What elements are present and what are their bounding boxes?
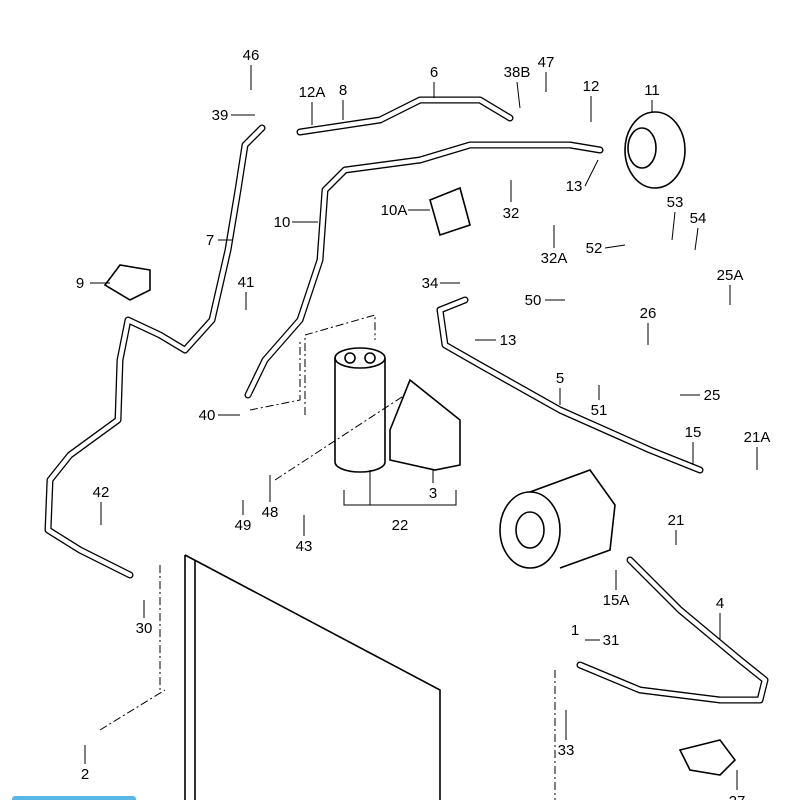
callout-21A: 21A <box>744 429 771 446</box>
hose-6 <box>296 96 514 136</box>
callout-8: 8 <box>339 82 347 99</box>
bracket-10A <box>429 186 471 237</box>
callout-21: 21 <box>668 512 685 529</box>
callout-10: 10 <box>274 214 291 231</box>
callout-32A: 32A <box>541 250 568 267</box>
callout-49: 49 <box>235 517 252 534</box>
receiver-drier <box>334 347 386 473</box>
callout-3: 3 <box>429 485 437 502</box>
callout-41: 41 <box>238 274 255 291</box>
hose-4 <box>576 556 769 704</box>
compressor <box>499 469 616 569</box>
callout-39: 39 <box>212 107 229 124</box>
callout-labels: 46 39 12A 8 6 38B 47 12 11 13 10A 32 32A… <box>76 47 771 800</box>
callout-47: 47 <box>538 54 555 71</box>
clip-9 <box>103 264 151 301</box>
callout-22: 22 <box>392 517 409 534</box>
callout-9: 9 <box>76 275 84 292</box>
callout-52: 52 <box>586 240 603 257</box>
hose-10 <box>244 141 604 399</box>
callout-13-top: 13 <box>566 178 583 195</box>
callout-53: 53 <box>667 194 684 211</box>
callout-50: 50 <box>525 292 542 309</box>
callout-4: 4 <box>716 595 724 612</box>
condenser <box>184 554 441 800</box>
callout-54: 54 <box>690 210 707 227</box>
callout-25A: 25A <box>717 267 744 284</box>
callout-30: 30 <box>136 620 153 637</box>
bracket-3 <box>389 378 461 471</box>
callout-13-mid: 13 <box>500 332 517 349</box>
leader-lines <box>84 65 758 800</box>
callout-34: 34 <box>422 275 439 292</box>
callout-15A: 15A <box>603 592 630 609</box>
clamp-27 <box>678 739 737 776</box>
callout-33: 33 <box>558 742 575 759</box>
callout-46: 46 <box>243 47 260 64</box>
callout-38B: 38B <box>504 64 531 81</box>
hose-5 <box>436 296 704 474</box>
callout-31: 31 <box>603 632 620 649</box>
callout-32: 32 <box>503 205 520 222</box>
callout-26: 26 <box>640 305 657 322</box>
hose-7 <box>44 124 266 579</box>
callout-51: 51 <box>591 402 608 419</box>
callout-11: 11 <box>644 82 660 99</box>
callout-27: 27 <box>729 793 746 800</box>
callout-25: 25 <box>704 387 721 404</box>
callout-15: 15 <box>685 424 702 441</box>
callout-12A: 12A <box>299 84 326 101</box>
callout-6: 6 <box>430 64 438 81</box>
callout-12: 12 <box>583 78 600 95</box>
callout-1: 1 <box>571 622 579 639</box>
callout-10A: 10A <box>381 202 408 219</box>
callout-43: 43 <box>296 538 313 555</box>
callout-48: 48 <box>262 504 279 521</box>
callout-2: 2 <box>81 766 89 783</box>
callout-5: 5 <box>556 370 564 387</box>
callout-7: 7 <box>206 232 214 249</box>
callout-42: 42 <box>93 484 110 501</box>
clutch-11 <box>624 111 686 189</box>
callout-40: 40 <box>199 407 216 424</box>
accent-bar <box>12 796 136 800</box>
